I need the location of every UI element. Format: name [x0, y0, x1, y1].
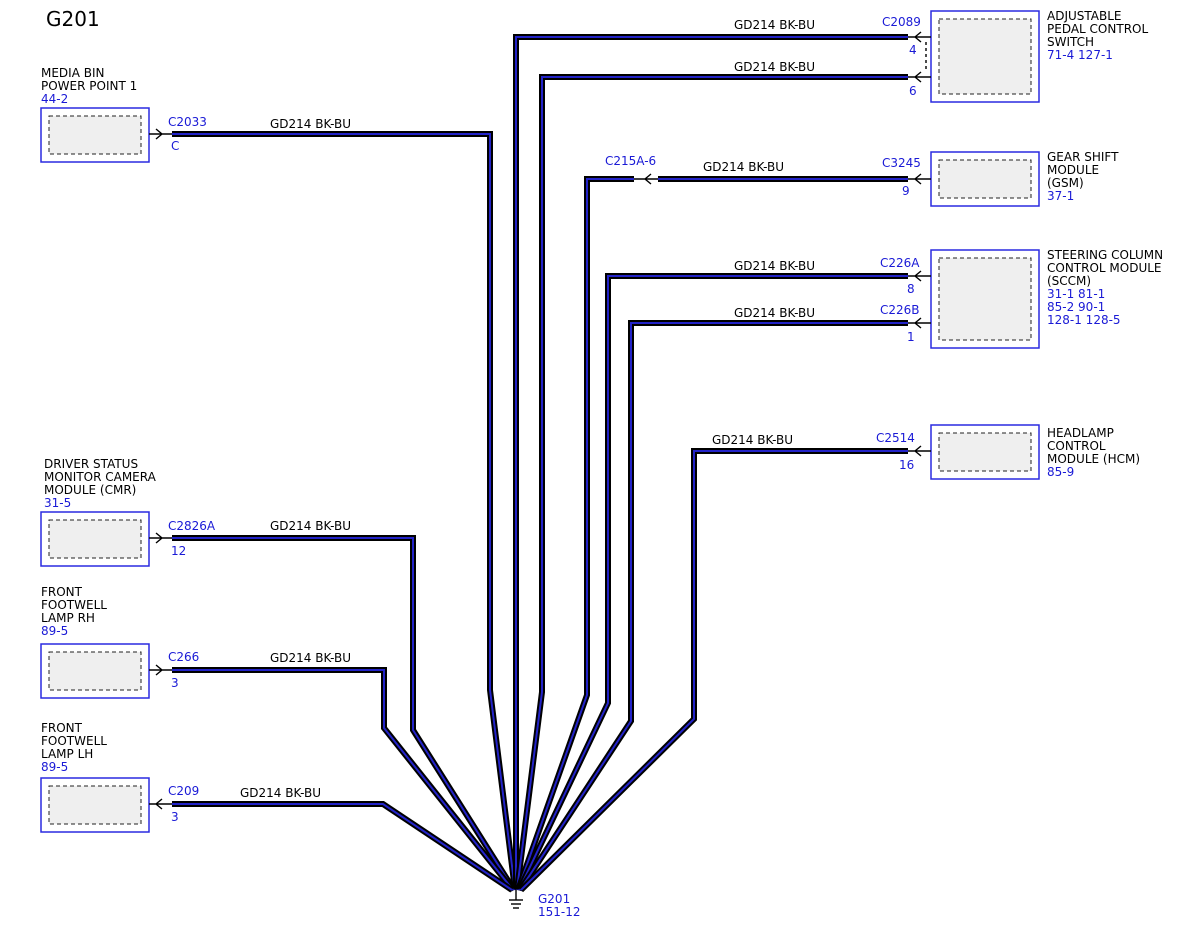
ground-g201[interactable]: G201 151-12: [509, 890, 581, 919]
component-name-line: HEADLAMP: [1047, 426, 1114, 440]
component-name-line: FOOTWELL: [41, 598, 107, 612]
wire-label: GD214 BK-BU: [734, 60, 815, 74]
component-headlamp-control-module[interactable]: HEADLAMP CONTROL MODULE (HCM) 85-9: [930, 424, 1140, 480]
wire-label: GD214 BK-BU: [712, 433, 793, 447]
connector-pin: 12: [171, 544, 186, 558]
connector-c2089[interactable]: C2089 4 6: [882, 15, 931, 98]
component-name-line: MODULE (HCM): [1047, 452, 1140, 466]
connector-name: C3245: [882, 156, 921, 170]
wire-label: GD214 BK-BU: [734, 306, 815, 320]
connector-c3245[interactable]: C3245 9: [882, 156, 931, 198]
component-driver-status-camera[interactable]: DRIVER STATUS MONITOR CAMERA MODULE (CMR…: [40, 457, 157, 567]
component-ref: 128-1 128-5: [1047, 313, 1121, 327]
component-name-line: STEERING COLUMN: [1047, 248, 1163, 262]
wire-pedal-pin-4[interactable]: [513, 34, 908, 890]
connector-pin: 6: [909, 84, 917, 98]
connector-c2033[interactable]: C2033 C: [149, 115, 207, 153]
component-ref: 85-9: [1047, 465, 1074, 479]
component-name-line: FOOTWELL: [41, 734, 107, 748]
connector-pin: 1: [907, 330, 915, 344]
component-name-line: MODULE (CMR): [44, 483, 136, 497]
component-name-line: LAMP RH: [41, 611, 95, 625]
ground-ref: 151-12: [538, 905, 581, 919]
connector-c2826a[interactable]: C2826A 12: [149, 519, 216, 558]
component-ref: 44-2: [41, 92, 68, 106]
connector-name: C215A-6: [605, 154, 656, 168]
diagram-title: G201: [46, 7, 100, 31]
component-name-line: (SCCM): [1047, 274, 1091, 288]
wire-label: GD214 BK-BU: [240, 786, 321, 800]
connector-c266[interactable]: C266 3: [149, 650, 199, 690]
connector-pin: 9: [902, 184, 910, 198]
component-ref: 31-1 81-1: [1047, 287, 1105, 301]
wire-footwell-rh[interactable]: [172, 667, 516, 892]
component-name-line: FRONT: [41, 585, 83, 599]
component-name-line: POWER POINT 1: [41, 79, 137, 93]
wire-footwell-lh[interactable]: [172, 801, 514, 893]
component-footwell-lamp-rh[interactable]: FRONT FOOTWELL LAMP RH 89-5: [40, 585, 150, 699]
wire-label: GD214 BK-BU: [270, 651, 351, 665]
component-name-line: (GSM): [1047, 176, 1084, 190]
wire-pedal-pin-6[interactable]: [514, 74, 908, 891]
component-ref: 89-5: [41, 624, 68, 638]
connector-pin: 3: [171, 810, 179, 824]
component-gear-shift-module[interactable]: GEAR SHIFT MODULE (GSM) 37-1: [930, 150, 1119, 207]
wire-label: GD214 BK-BU: [734, 18, 815, 32]
wire-label: GD214 BK-BU: [734, 259, 815, 273]
connector-c215a[interactable]: C215A-6: [605, 154, 658, 185]
component-name-line: MONITOR CAMERA: [44, 470, 157, 484]
component-name-line: PEDAL CONTROL: [1047, 22, 1148, 36]
component-name-line: ADJUSTABLE: [1047, 9, 1122, 23]
wire-dsmc[interactable]: [172, 535, 517, 892]
component-ref: 31-5: [44, 496, 71, 510]
component-adjustable-pedal-switch[interactable]: ADJUSTABLE PEDAL CONTROL SWITCH 71-4 127…: [930, 9, 1148, 103]
component-name-line: DRIVER STATUS: [44, 457, 138, 471]
connector-pin: 8: [907, 282, 915, 296]
connector-pin: C: [171, 139, 179, 153]
wire-label: GD214 BK-BU: [270, 519, 351, 533]
connector-name: C2033: [168, 115, 207, 129]
component-name-line: FRONT: [41, 721, 83, 735]
connector-name: C209: [168, 784, 199, 798]
component-name-line: LAMP LH: [41, 747, 93, 761]
wire-sccm-pin-1[interactable]: [517, 320, 908, 892]
connector-pin: 4: [909, 43, 917, 57]
component-media-bin[interactable]: MEDIA BIN POWER POINT 1 44-2: [40, 66, 150, 163]
component-ref: 71-4 127-1: [1047, 48, 1113, 62]
component-name-line: CONTROL MODULE: [1047, 261, 1162, 275]
wire-sccm-pin-8[interactable]: [516, 273, 908, 892]
connector-name: C2514: [876, 431, 915, 445]
wire-c215a[interactable]: [515, 176, 634, 892]
component-ref: 89-5: [41, 760, 68, 774]
connector-name: C2826A: [168, 519, 216, 533]
connector-name: C2089: [882, 15, 921, 29]
component-ref: 37-1: [1047, 189, 1074, 203]
component-name-line: MODULE: [1047, 163, 1099, 177]
component-name-line: CONTROL: [1047, 439, 1106, 453]
connector-c226b[interactable]: C226B 1: [880, 303, 931, 344]
wire-media-bin[interactable]: [172, 131, 518, 891]
connector-pin: 3: [171, 676, 179, 690]
component-name-line: GEAR SHIFT: [1047, 150, 1119, 164]
component-footwell-lamp-lh[interactable]: FRONT FOOTWELL LAMP LH 89-5: [40, 721, 150, 833]
component-name-line: MEDIA BIN: [41, 66, 105, 80]
connector-name: C226B: [880, 303, 920, 317]
connector-name: C226A: [880, 256, 920, 270]
component-steering-column-module[interactable]: STEERING COLUMN CONTROL MODULE (SCCM) 31…: [930, 248, 1163, 349]
wire-label: GD214 BK-BU: [270, 117, 351, 131]
connector-c209[interactable]: C209 3: [149, 784, 199, 824]
connector-name: C266: [168, 650, 199, 664]
component-ref: 85-2 90-1: [1047, 300, 1105, 314]
connector-c226a[interactable]: C226A 8: [880, 256, 931, 296]
wire-label: GD214 BK-BU: [703, 160, 784, 174]
connector-pin: 16: [899, 458, 914, 472]
ground-name: G201: [538, 892, 570, 906]
ground-icon: [509, 890, 523, 909]
connector-c2514[interactable]: C2514 16: [876, 431, 931, 472]
wire-hcm[interactable]: [518, 448, 908, 893]
component-name-line: SWITCH: [1047, 35, 1094, 49]
